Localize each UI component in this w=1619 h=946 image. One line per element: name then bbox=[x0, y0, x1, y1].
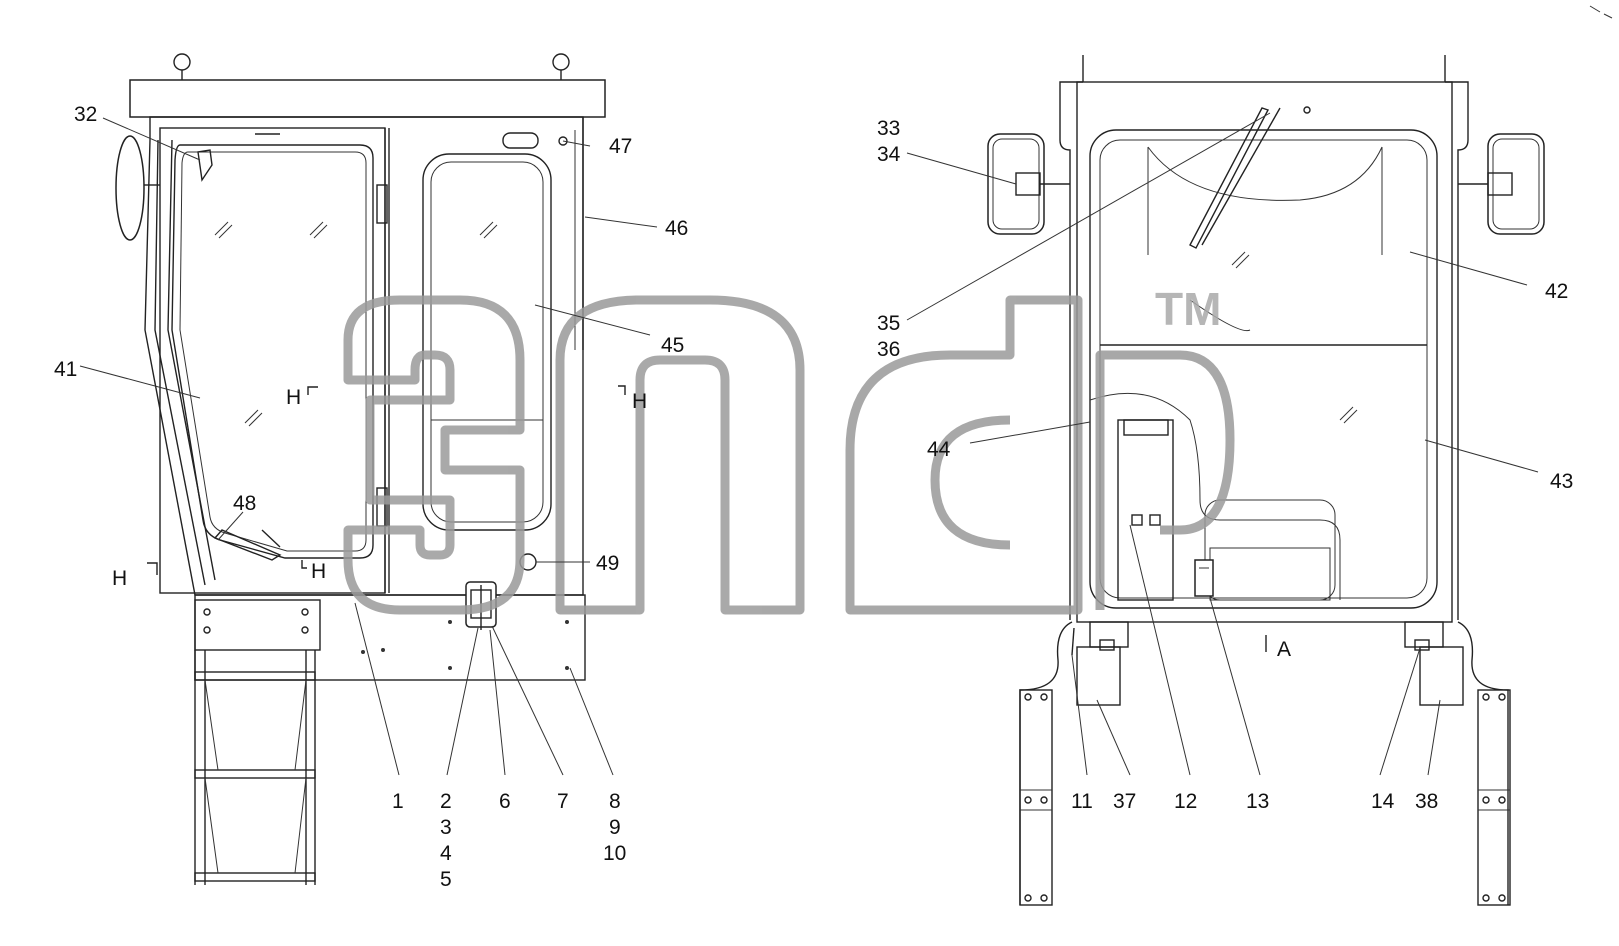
side-lamp bbox=[502, 132, 539, 149]
callout-10: 10 bbox=[603, 842, 626, 865]
control-lever bbox=[1194, 559, 1214, 597]
support-leg-left bbox=[1019, 689, 1053, 906]
callout-11: 11 bbox=[1071, 790, 1093, 813]
rear-mirror-right bbox=[1458, 133, 1545, 235]
callout-32: 32 bbox=[74, 103, 97, 126]
section-mark-h-2: H bbox=[632, 390, 647, 413]
rear-wiper bbox=[1189, 107, 1270, 249]
callout-12: 12 bbox=[1174, 790, 1197, 813]
rear-mount-left bbox=[1019, 621, 1129, 905]
corner-mark bbox=[1589, 5, 1613, 19]
access-ladder bbox=[194, 650, 316, 885]
callout-14: 14 bbox=[1371, 790, 1395, 813]
leader-lines bbox=[79, 112, 1539, 776]
side-mirror bbox=[115, 135, 145, 241]
callout-1: 1 bbox=[392, 790, 404, 813]
control-panel bbox=[1117, 419, 1174, 601]
callout-35: 35 bbox=[877, 312, 900, 335]
lifting-eye-right bbox=[552, 53, 570, 80]
door-wiper bbox=[197, 149, 213, 182]
lifting-eye-left bbox=[173, 53, 191, 80]
callout-49: 49 bbox=[596, 552, 619, 575]
callout-7: 7 bbox=[557, 790, 569, 813]
rear-view bbox=[987, 55, 1545, 906]
callout-38: 38 bbox=[1415, 790, 1438, 813]
callout-43: 43 bbox=[1550, 470, 1573, 493]
callout-41: 41 bbox=[54, 358, 77, 381]
callout-33: 33 bbox=[877, 117, 900, 140]
callout-45: 45 bbox=[661, 334, 684, 357]
callout-44: 44 bbox=[927, 438, 951, 461]
door-hinge-upper bbox=[376, 184, 388, 224]
base-bolts bbox=[361, 620, 569, 670]
callout-37: 37 bbox=[1113, 790, 1136, 813]
callout-6: 6 bbox=[499, 790, 511, 813]
door-glass bbox=[171, 144, 374, 559]
callout-8: 8 bbox=[609, 790, 621, 813]
seat-outline bbox=[1089, 392, 1341, 600]
callout-labels: 32 41 48 47 46 45 49 1 2 3 4 5 6 7 8 9 1… bbox=[54, 103, 1573, 891]
callout-13: 13 bbox=[1246, 790, 1269, 813]
section-mark-h-3: H bbox=[112, 567, 127, 590]
rear-side-window bbox=[422, 153, 552, 531]
callout-46: 46 bbox=[665, 217, 688, 240]
callout-2: 2 bbox=[440, 790, 452, 813]
section-mark-glyphs bbox=[147, 385, 1267, 652]
section-mark-h-4: H bbox=[311, 560, 326, 583]
rear-mirror-left bbox=[987, 133, 1070, 235]
callout-36: 36 bbox=[877, 338, 900, 361]
roof-panel bbox=[129, 79, 606, 118]
side-view bbox=[115, 53, 606, 885]
door-handle bbox=[213, 529, 282, 561]
glass-hatch-marks bbox=[214, 221, 498, 427]
rear-mount-right bbox=[1404, 621, 1509, 905]
callout-9: 9 bbox=[609, 816, 621, 839]
view-mark-a: A bbox=[1277, 638, 1291, 661]
step-bracket bbox=[194, 599, 321, 651]
callout-5: 5 bbox=[440, 868, 452, 891]
callout-4: 4 bbox=[440, 842, 452, 865]
watermark-logo: TM bbox=[343, 283, 1235, 615]
callout-47: 47 bbox=[609, 135, 632, 158]
callout-48: 48 bbox=[233, 492, 256, 515]
callout-42: 42 bbox=[1545, 280, 1568, 303]
support-leg-right bbox=[1477, 689, 1511, 906]
callout-3: 3 bbox=[440, 816, 452, 839]
callout-34: 34 bbox=[877, 143, 901, 166]
watermark-tm: TM bbox=[1155, 283, 1221, 335]
section-mark-h-1: H bbox=[286, 386, 301, 409]
rear-window-frame bbox=[1089, 129, 1438, 609]
